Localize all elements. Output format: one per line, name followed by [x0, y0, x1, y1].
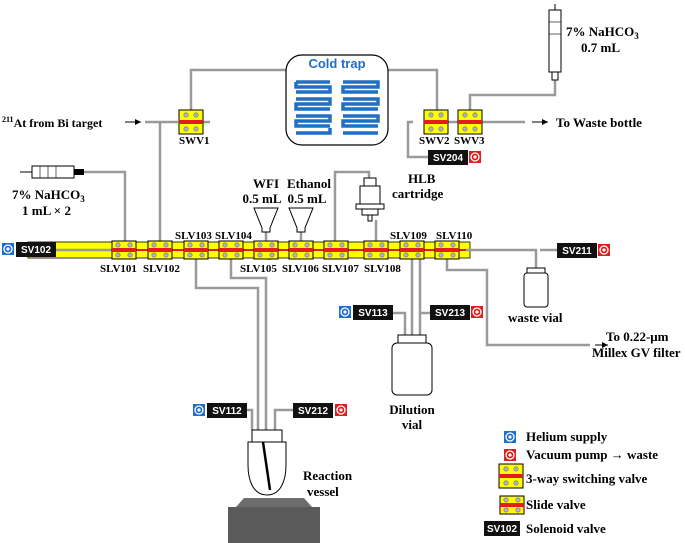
solenoid-tag-icon — [484, 521, 520, 536]
nahco3-left-volume: 1 mL × 2 — [22, 203, 71, 218]
svg-text:SV113: SV113 — [358, 308, 388, 319]
dilution-vial — [391, 334, 433, 396]
swv1-label: SWV1 — [179, 135, 210, 147]
ethanol-label: Ethanol — [287, 176, 331, 191]
vacuum-icon — [468, 150, 482, 164]
switching-valve-swv1[interactable] — [178, 109, 204, 135]
helium-icon — [338, 305, 352, 319]
tubing — [27, 4, 590, 430]
solenoid-sv204[interactable]: SV204 — [428, 150, 482, 165]
svg-text:SV211: SV211 — [562, 246, 592, 257]
solenoid-sv212[interactable]: SV212 — [293, 403, 348, 418]
legend-vacuum: Vacuum pump → waste — [526, 447, 658, 462]
to-filter-label: To 0.22-μm — [606, 329, 669, 344]
slv104-label: SLV104 — [215, 230, 252, 242]
solenoid-sv113[interactable]: SV113 — [338, 305, 393, 320]
slv109-label: SLV109 — [390, 230, 427, 242]
syringe-left-icon — [20, 165, 84, 179]
slide-valve-slv110[interactable] — [434, 240, 460, 260]
switching-valve-swv2[interactable] — [423, 109, 449, 135]
slide-valve-slv105[interactable] — [253, 240, 279, 260]
slv101-label: SLV101 — [100, 263, 137, 275]
helium-icon — [1, 242, 15, 256]
waste-vial-label: waste vial — [508, 310, 563, 325]
slide-valve-icon — [499, 495, 525, 515]
svg-text:SV204: SV204 — [433, 153, 463, 164]
slv103-label: SLV103 — [175, 230, 212, 242]
waste-vial — [523, 267, 549, 308]
switching-valve-icon — [498, 463, 524, 489]
slide-valve-slv108[interactable] — [363, 240, 389, 260]
heater-block — [228, 507, 320, 543]
slide-valve-slv103[interactable] — [183, 240, 209, 260]
legend-slide: Slide valve — [526, 497, 586, 512]
ethanol-volume: 0.5 mL — [288, 191, 327, 206]
solenoid-sv213[interactable]: SV213 — [430, 305, 484, 320]
slv108-label: SLV108 — [364, 263, 401, 275]
legend-solenoid-tag: SV102 — [487, 524, 517, 535]
slide-valve-slv101[interactable] — [111, 240, 137, 260]
switching-valve-swv3[interactable] — [457, 109, 483, 135]
svg-text:SV212: SV212 — [298, 406, 328, 417]
svg-text:SV213: SV213 — [435, 308, 465, 319]
slv105-label: SLV105 — [240, 263, 277, 275]
helium-icon — [192, 403, 206, 417]
legend-solenoid: Solenoid valve — [526, 521, 606, 536]
slv107-label: SLV107 — [322, 263, 359, 275]
solenoid-sv211[interactable]: SV211 — [557, 243, 611, 258]
hlb-label: HLB — [408, 171, 436, 186]
slv102-label: SLV102 — [143, 263, 180, 275]
dilution-label: Dilution — [389, 402, 435, 417]
nahco3-left-label: 7% NaHCO3 — [12, 187, 85, 204]
to-filter-label-2: Millex GV filter — [592, 345, 681, 360]
swv3-label: SWV3 — [454, 135, 485, 147]
hlb-cartridge — [355, 177, 385, 222]
svg-text:SV112: SV112 — [212, 406, 242, 417]
helium-icon — [503, 430, 517, 444]
vacuum-icon — [597, 243, 611, 257]
cold-trap: Cold trap — [285, 54, 389, 146]
reaction-label: Reaction — [303, 468, 353, 483]
dilution-label-2: vial — [402, 417, 423, 432]
wfi-reservoir — [253, 207, 279, 233]
legend-switching: 3-way switching valve — [526, 471, 648, 486]
wfi-label: WFI — [253, 176, 279, 191]
source-label: 211At from Bi target — [2, 115, 102, 130]
reaction-vessel — [228, 429, 320, 543]
solenoid-sv112[interactable]: SV112 — [192, 403, 247, 418]
slide-valve-slv107[interactable] — [323, 240, 349, 260]
slv106-label: SLV106 — [282, 263, 319, 275]
slide-valve-slv104[interactable] — [218, 240, 244, 260]
to-waste-label: To Waste bottle — [556, 115, 642, 130]
slide-valve-slv109[interactable] — [399, 240, 425, 260]
slide-valve-slv106[interactable] — [288, 240, 314, 260]
hlb-cartridge-label: cartridge — [392, 186, 443, 201]
wfi-volume: 0.5 mL — [243, 191, 282, 206]
legend-helium: Helium supply — [526, 429, 608, 444]
legend: Helium supply Vacuum pump → waste 3-way … — [484, 429, 658, 536]
vacuum-icon — [334, 403, 348, 417]
vacuum-icon — [503, 448, 517, 462]
syringe-top-icon — [548, 9, 562, 81]
svg-text:SV102: SV102 — [21, 245, 51, 256]
nahco3-top-label: 7% NaHCO3 — [566, 24, 639, 41]
reaction-label-2: vessel — [307, 484, 339, 499]
nahco3-top-volume: 0.7 mL — [581, 40, 620, 55]
cold-trap-label: Cold trap — [308, 56, 365, 71]
ethanol-reservoir — [288, 207, 314, 233]
swv2-label: SWV2 — [419, 135, 450, 147]
vacuum-icon — [470, 305, 484, 319]
solenoid-sv102[interactable]: SV102 — [1, 242, 56, 257]
slv110-label: SLV110 — [436, 230, 473, 242]
slide-valve-slv102[interactable] — [147, 240, 173, 260]
